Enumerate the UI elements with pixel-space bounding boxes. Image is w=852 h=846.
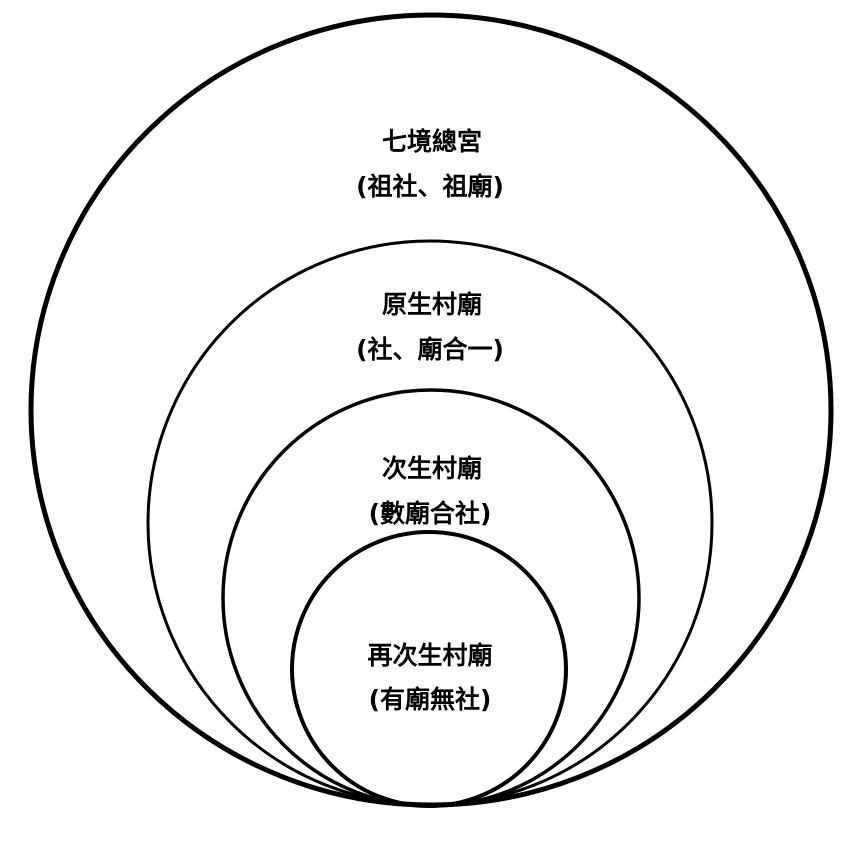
level-4-title: 再次生村廟: [367, 641, 492, 670]
circle-tertiary-village-temple: [290, 530, 568, 808]
level-2-subtitle: (社、廟合一): [356, 335, 504, 364]
level-3-subtitle: (數廟合社): [369, 499, 492, 528]
level-3-title: 次生村廟: [382, 454, 482, 483]
level-2-title: 原生村廟: [382, 290, 482, 319]
circle-secondary-village-temple: [221, 388, 641, 808]
level-1-subtitle: (祖社、祖廟): [356, 172, 504, 201]
level-4-subtitle: (有廟無社): [369, 685, 492, 714]
level-1-title: 七境總宮: [382, 127, 482, 156]
